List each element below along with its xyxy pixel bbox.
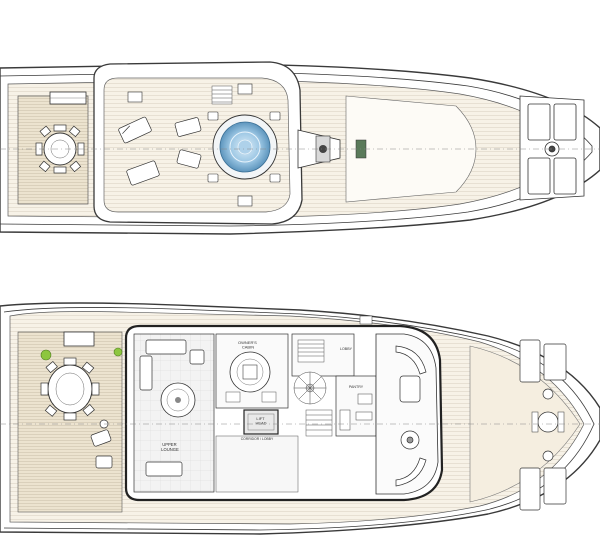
- planter-icon: [127, 83, 253, 207]
- sun-deck-plan: [0, 61, 600, 235]
- port-side-deck-mark: [359, 315, 373, 325]
- jacuzzi-pool-icon: [207, 111, 281, 183]
- pantry-label: PANTRY: [349, 385, 364, 389]
- sun-deck-gunwale: [0, 71, 593, 227]
- bow-sun-pads: [519, 339, 567, 511]
- bow-table-set: [531, 411, 565, 433]
- lounge-round-table: [160, 382, 196, 418]
- owners-bed: [225, 351, 277, 403]
- planter-icon: [40, 347, 123, 361]
- sofa-icon: [90, 419, 113, 469]
- sofa-icon: [139, 339, 205, 477]
- stair-runs: [297, 339, 333, 437]
- corridor-floor: [215, 435, 299, 493]
- pantry-room: [335, 375, 377, 437]
- pantry-counters: [339, 393, 373, 431]
- spiral-stair-icon: [293, 371, 327, 405]
- upper-lounge-label: UPPER LOUNGE: [161, 442, 179, 452]
- corridor-label: CORRIDOR / LOBBY: [241, 437, 274, 441]
- lobby-label: LOBBY: [340, 347, 353, 351]
- lift-label: LIFT HEAD: [255, 416, 266, 426]
- sun-lounger-icon: [118, 116, 202, 186]
- round-dining-table-icon: [40, 357, 100, 421]
- sofa-icon: [395, 345, 427, 487]
- aft-deck-bench: [63, 331, 95, 347]
- owners-cabin-label: OWNER'S CABIN: [238, 340, 258, 350]
- sun-deck-stairs: [211, 85, 233, 105]
- foredeck-hatch-area: [345, 95, 477, 203]
- bow-lounge-cushions: [519, 95, 585, 201]
- forward-lounge: [375, 333, 439, 495]
- upper-deck-plan: UPPER LOUNGE OWNER'S CABIN LIFT HEAD COR…: [0, 302, 600, 535]
